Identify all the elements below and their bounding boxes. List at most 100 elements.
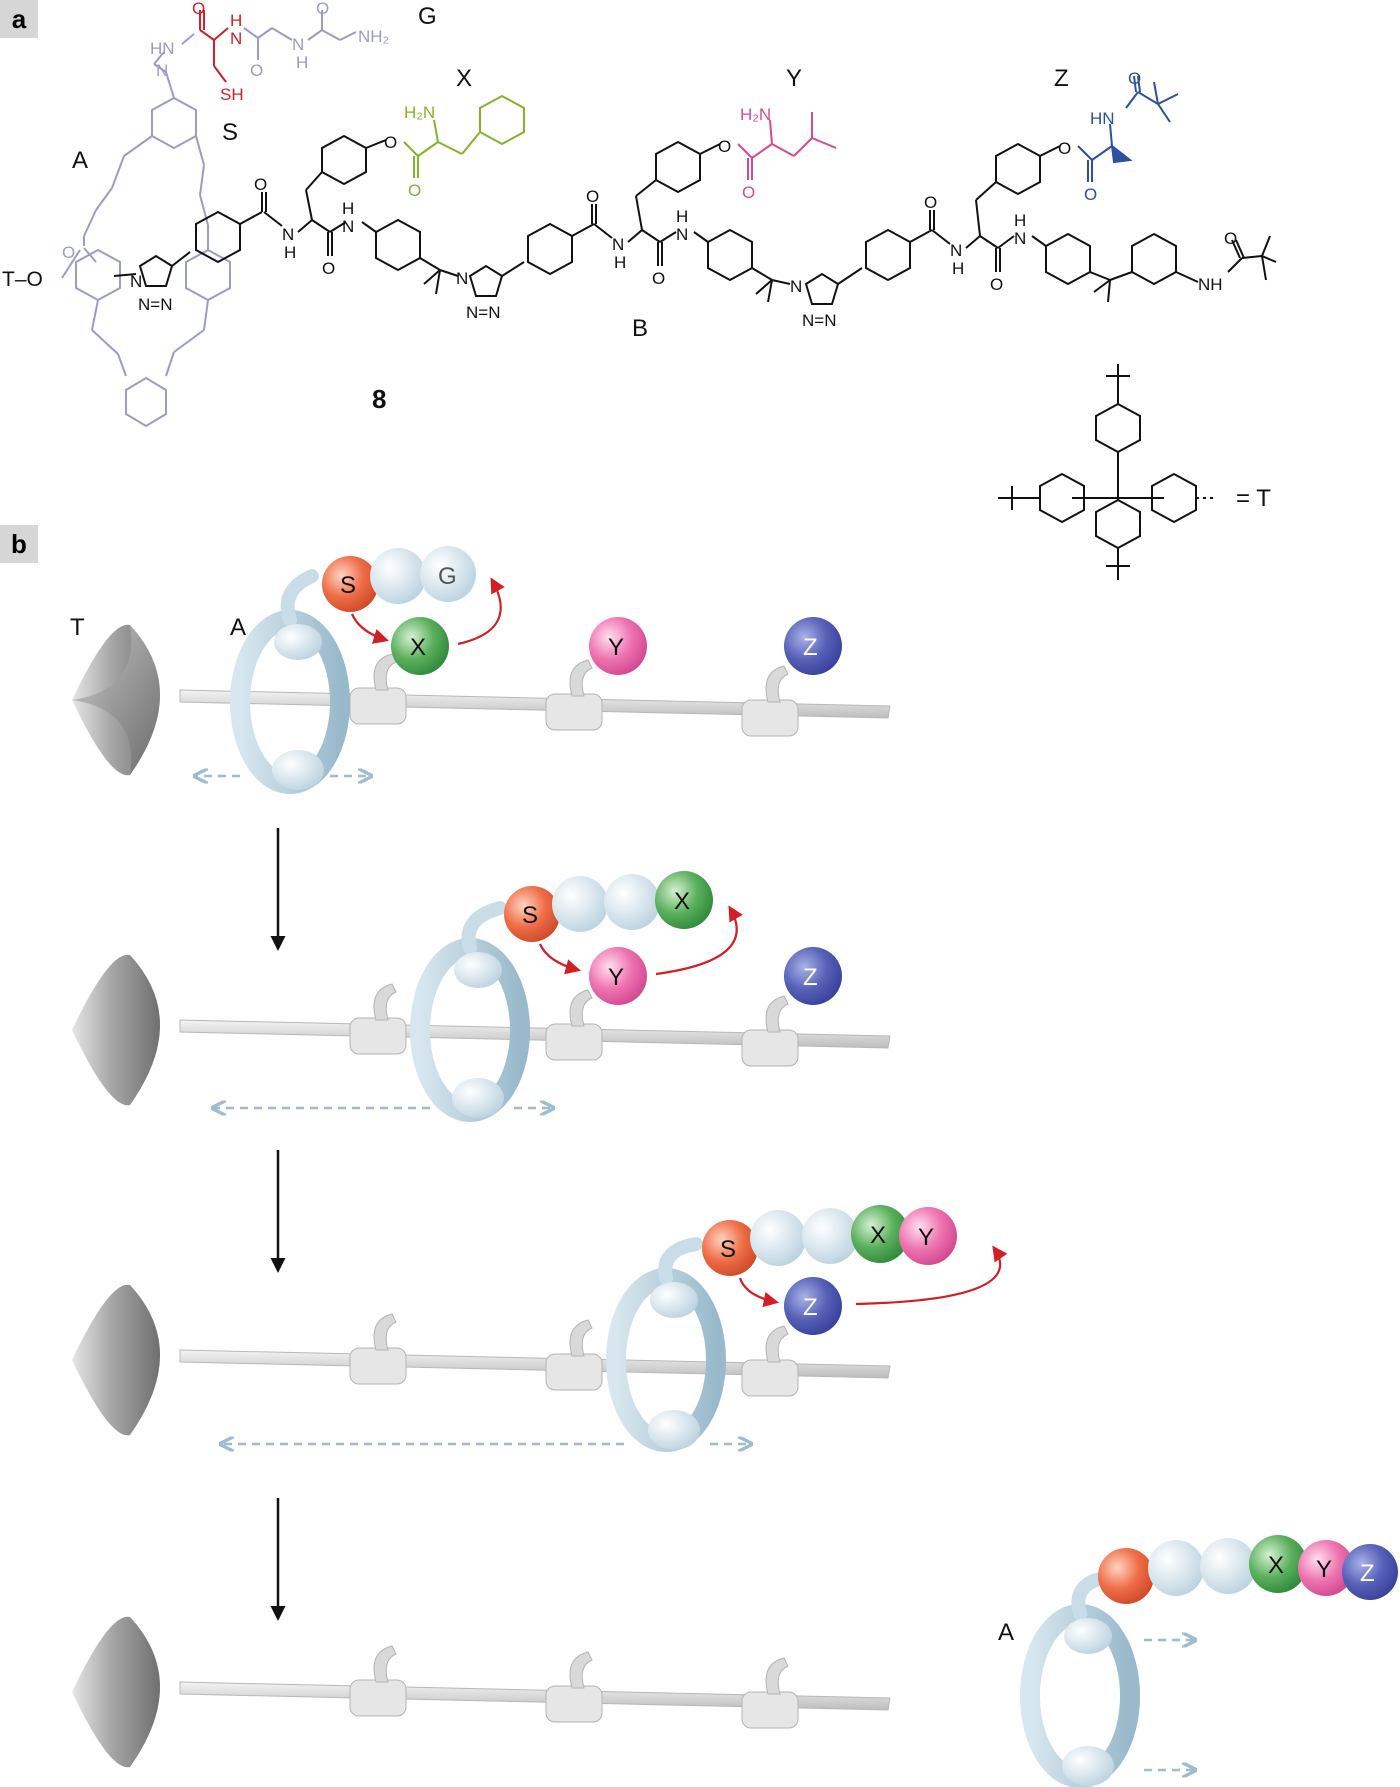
reaction-arrow-2a bbox=[538, 943, 581, 975]
atom-O-end: O bbox=[1224, 229, 1237, 248]
atom-HN-1: HN bbox=[150, 39, 175, 58]
station-Y-1 bbox=[545, 659, 603, 731]
bead-label-X-2: X bbox=[674, 888, 690, 915]
pyridine-ring bbox=[125, 376, 167, 428]
bead-label-S-1: S bbox=[340, 572, 356, 599]
atom-H-2: H bbox=[296, 53, 308, 72]
bead-label-Y-1: Y bbox=[608, 634, 624, 661]
bead-label-Y-4: Y bbox=[1316, 1556, 1332, 1583]
row-2: S X Y Z bbox=[72, 871, 891, 1122]
bead-label-Z-4: Z bbox=[1360, 1560, 1375, 1587]
chemical-structure bbox=[61, 10, 1277, 580]
atom-N-am2: N bbox=[342, 217, 354, 236]
tyrosine-ring-2 bbox=[655, 140, 701, 194]
trityl-ring-top bbox=[1095, 402, 1141, 454]
station-1-row3 bbox=[349, 1313, 407, 1385]
atom-H2N-Y: H₂N bbox=[740, 105, 771, 124]
phe-ring bbox=[479, 94, 525, 146]
stopper-3 bbox=[72, 1284, 160, 1436]
atom-O-Y: O bbox=[742, 183, 755, 202]
bead-gly-1 bbox=[370, 548, 426, 604]
bead-label-X-3: X bbox=[870, 1222, 886, 1249]
atom-H-am4: H bbox=[676, 207, 688, 226]
chem-labels: HN N O H N SH O N H O NH₂ T–O O N N=N O … bbox=[2, 0, 1237, 330]
atom-H-am6: H bbox=[1014, 211, 1026, 230]
bead-S-4 bbox=[1098, 1548, 1154, 1604]
aniline-ring-3 bbox=[1045, 232, 1091, 286]
thread-backbone-B bbox=[113, 134, 1277, 305]
benzene-1 bbox=[195, 210, 241, 264]
trityl-ring-bottom bbox=[1095, 498, 1141, 550]
label-S: S bbox=[222, 119, 238, 146]
reaction-arrow-1b bbox=[457, 577, 505, 646]
trityl-ring-left bbox=[1039, 472, 1085, 524]
bead-gly-3b bbox=[802, 1208, 858, 1264]
row-4: X Y Z A bbox=[72, 1535, 1398, 1787]
bead-label-Y-3: Y bbox=[918, 1224, 934, 1251]
atom-NH-end: NH bbox=[1198, 275, 1223, 294]
bead-gly-3a bbox=[750, 1210, 806, 1266]
atom-N-1: N bbox=[156, 61, 168, 80]
chem-X-Phe bbox=[403, 94, 525, 178]
linker bbox=[61, 247, 97, 279]
bead-Z-4 bbox=[1342, 1544, 1398, 1600]
station-Z-1 bbox=[741, 665, 799, 737]
station-Y-2 bbox=[545, 989, 603, 1061]
bead-label-S-2: S bbox=[522, 902, 538, 929]
row-3: S X Y Z bbox=[72, 1205, 1008, 1452]
atom-H2N-X: H₂N bbox=[404, 103, 435, 122]
atom-O-X: O bbox=[408, 181, 421, 200]
bead-S-2 bbox=[504, 886, 560, 942]
atom-N-am6: N bbox=[1014, 229, 1026, 248]
bead-label-X-1: X bbox=[410, 634, 426, 661]
label-Y: Y bbox=[786, 65, 802, 92]
atom-NNN-tz1: N=N bbox=[138, 295, 172, 314]
atom-H-am2: H bbox=[342, 199, 354, 218]
atom-O-am4: O bbox=[652, 269, 665, 288]
stopper-2 bbox=[72, 954, 160, 1106]
reaction-arrow-1a bbox=[350, 613, 389, 644]
bead-Y-4 bbox=[1298, 1540, 1354, 1596]
bead-S-1 bbox=[322, 556, 378, 612]
row-1: S G X Y Z T A bbox=[70, 546, 891, 794]
label-B: B bbox=[632, 315, 648, 342]
label-A: A bbox=[72, 147, 88, 174]
bead-label-Y-2: Y bbox=[608, 964, 624, 991]
atom-O-am5: O bbox=[924, 193, 937, 212]
stopper-4 bbox=[72, 1616, 160, 1768]
bead-label-S-3: S bbox=[720, 1236, 736, 1263]
bead-Z-2 bbox=[784, 947, 842, 1005]
atom-O-1: O bbox=[192, 0, 205, 18]
bead-S-3 bbox=[702, 1220, 758, 1276]
triazole-1 bbox=[138, 254, 174, 287]
bead-label-X-4: X bbox=[1268, 1552, 1284, 1579]
atom-N-3: N bbox=[292, 35, 304, 54]
atom-O-linker: O bbox=[62, 243, 75, 262]
station-Z-3 bbox=[741, 1325, 799, 1397]
triazole-3 bbox=[804, 272, 840, 305]
bead-X-2 bbox=[655, 871, 713, 929]
chem-Y-Leu bbox=[737, 112, 837, 180]
cartoon-label-A-2: A bbox=[998, 1619, 1014, 1646]
atom-O-Z: O bbox=[1084, 185, 1097, 204]
bead-gly-4a bbox=[1148, 1540, 1204, 1596]
bead-Z-1 bbox=[784, 617, 842, 675]
tyrosine-ring-1 bbox=[321, 134, 367, 186]
atom-H-am1: H bbox=[284, 243, 296, 262]
reaction-arrow-3a bbox=[738, 1277, 780, 1308]
reaction-arrow-2b bbox=[655, 905, 743, 976]
atom-O-ester3: O bbox=[1058, 139, 1071, 158]
atom-H-am3: H bbox=[614, 253, 626, 272]
tail-SG bbox=[153, 10, 357, 83]
bead-Y-2 bbox=[589, 947, 647, 1005]
bead-gly-2a bbox=[552, 876, 608, 932]
cartoon-label-A-1: A bbox=[230, 614, 246, 641]
atom-NNN-tz3: N=N bbox=[802, 311, 836, 330]
atom-O-ester2: O bbox=[718, 137, 731, 156]
atom-O-3: O bbox=[316, 0, 329, 18]
atom-O-Z2: O bbox=[1128, 69, 1141, 88]
atom-N-am4: N bbox=[676, 225, 688, 244]
station-2-row4 bbox=[545, 1651, 603, 1723]
trityl-ring-right bbox=[1151, 472, 1197, 524]
atom-N-tz3: N bbox=[790, 277, 802, 296]
